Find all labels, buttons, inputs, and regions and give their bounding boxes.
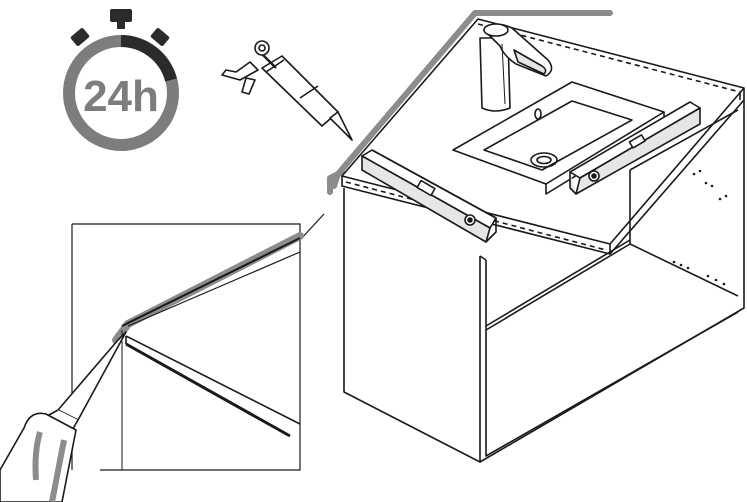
stopwatch-right-button xyxy=(150,28,170,46)
sealant-bead-left xyxy=(327,169,345,195)
cabinet-side-panel xyxy=(479,100,745,463)
sink-drain xyxy=(530,152,558,168)
cabinet-front-left-panel xyxy=(343,188,481,463)
spirit-level-icon xyxy=(569,101,701,195)
callout-leader xyxy=(299,213,325,241)
timer-label: 24h xyxy=(83,72,159,121)
stopwatch-stem xyxy=(117,21,125,29)
caulk-nozzle-icon xyxy=(0,331,127,502)
detail-countertop-edge xyxy=(125,335,301,425)
countertop-dashed-edge xyxy=(477,23,741,93)
vanity-cabinet xyxy=(327,10,745,463)
caulk-gun-handle xyxy=(221,61,259,81)
stopwatch-left-button xyxy=(70,28,90,46)
caulk-gun-icon xyxy=(221,40,353,141)
stopwatch-crown xyxy=(110,9,132,22)
detail-callout xyxy=(71,213,325,471)
cabinet-shelf-pin-holes xyxy=(672,169,728,286)
sealant-bead-back xyxy=(331,10,613,189)
detail-frame xyxy=(71,223,301,471)
spirit-level-icon xyxy=(361,149,497,243)
caulk-gun-nozzle xyxy=(329,111,353,141)
stopwatch-progress-arc xyxy=(120,35,177,82)
faucet-icon xyxy=(479,23,553,112)
cabinet-shelf xyxy=(485,170,739,331)
stopwatch-icon: 24h xyxy=(63,9,179,151)
cabinet-inner-edge xyxy=(485,260,739,457)
